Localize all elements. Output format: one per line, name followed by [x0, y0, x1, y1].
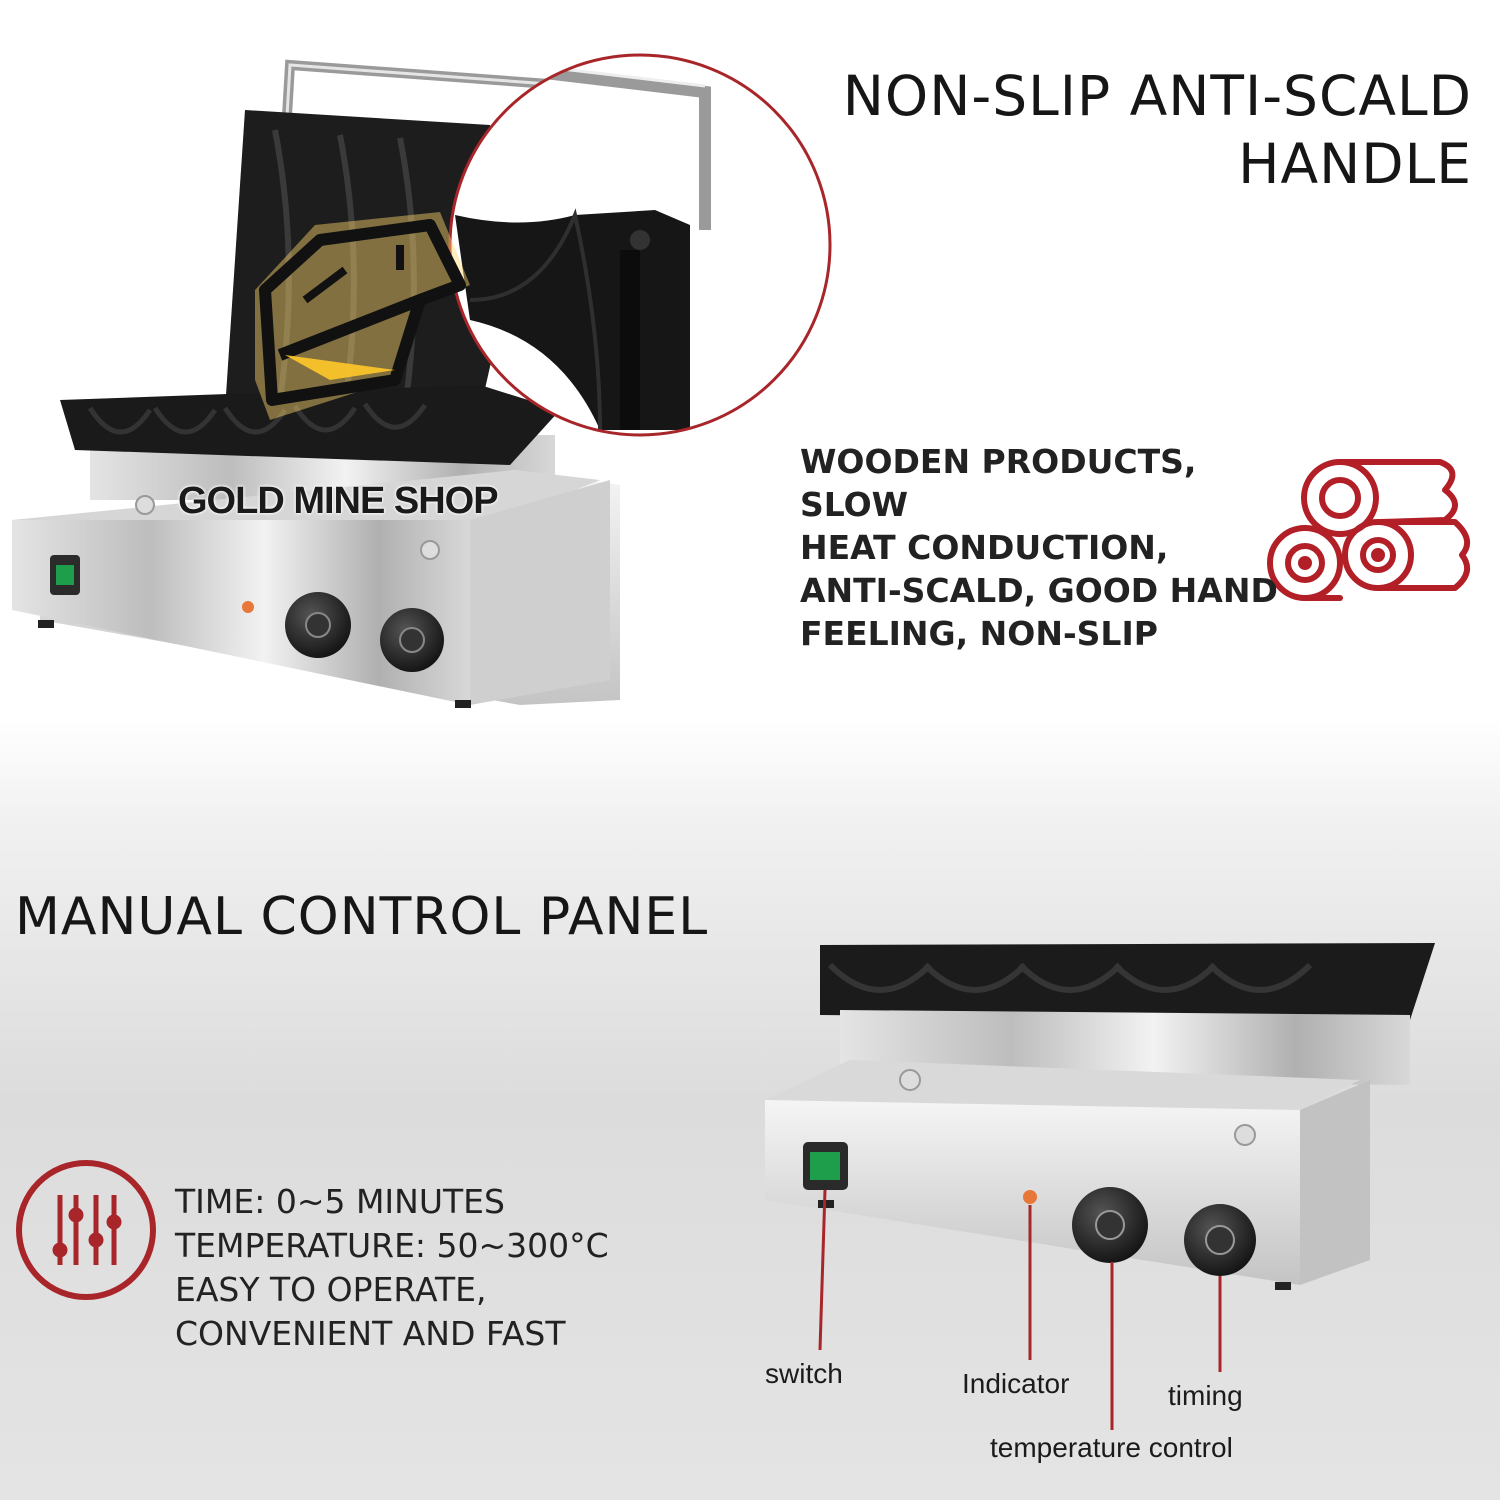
callout-temperature-control: temperature control	[990, 1432, 1233, 1463]
callout-timing: timing	[1168, 1380, 1243, 1411]
watermark-text: GOLD MINE SHOP	[178, 480, 499, 522]
machine-control-panel-image	[765, 943, 1435, 1430]
machine-open-lid-image	[12, 59, 706, 708]
handle-closeup-circle	[448, 53, 832, 437]
wooden-feature-text: WOODEN PRODUCTS, SLOW HEAT CONDUCTION, A…	[800, 442, 1278, 653]
panel-heading: MANUAL CONTROL PANEL	[15, 887, 709, 947]
sliders-icon	[16, 1160, 156, 1300]
callout-switch: switch	[765, 1358, 843, 1389]
logo-mark-icon	[255, 212, 470, 420]
specs-text: TIME: 0~5 MINUTES TEMPERATURE: 50~300°C …	[175, 1182, 609, 1353]
callout-indicator: Indicator	[962, 1368, 1070, 1399]
logs-icon	[1267, 459, 1471, 601]
handle-heading: NON-SLIP ANTI-SCALD HANDLE	[842, 64, 1472, 196]
callout-lines	[818, 1189, 1222, 1430]
